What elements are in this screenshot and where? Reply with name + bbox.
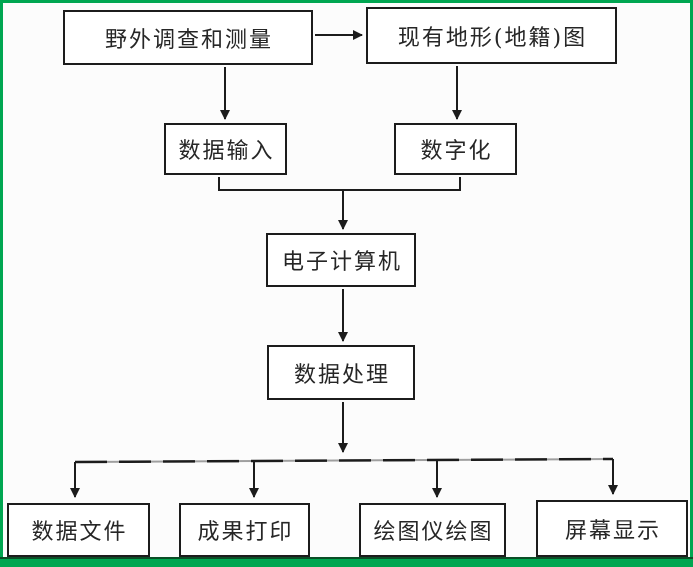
node-existing-map: 现有地形(地籍)图 [366, 7, 617, 64]
fanout-line [74, 457, 614, 464]
node-computer: 电子计算机 [266, 233, 416, 287]
node-data-file-label: 数据文件 [31, 520, 128, 545]
node-field-survey-label: 野外调查和测量 [104, 27, 273, 53]
frame-border-right [690, 0, 693, 567]
node-plotter-drawing-label: 绘图仪绘图 [373, 520, 494, 545]
node-existing-map-label: 现有地形(地籍)图 [397, 25, 588, 51]
node-digitization: 数字化 [394, 123, 517, 175]
node-data-input-label: 数据输入 [178, 139, 275, 164]
node-result-print: 成果打印 [179, 503, 310, 557]
node-data-processing-label: 数据处理 [293, 362, 390, 388]
frame-border-top [0, 0, 693, 3]
node-digitization-label: 数字化 [420, 139, 493, 164]
node-computer-label: 电子计算机 [281, 250, 402, 275]
node-data-processing: 数据处理 [267, 345, 415, 400]
node-screen-display-label: 屏幕显示 [564, 518, 661, 544]
node-data-file: 数据文件 [7, 503, 150, 557]
node-field-survey: 野外调查和测量 [63, 10, 313, 65]
node-data-input: 数据输入 [164, 123, 287, 175]
frame-border-bottom [0, 557, 693, 567]
node-plotter-drawing: 绘图仪绘图 [359, 503, 506, 557]
node-result-print-label: 成果打印 [197, 520, 294, 545]
node-screen-display: 屏幕显示 [536, 500, 688, 557]
frame-border-left [0, 0, 3, 567]
merge-elbow-connector [218, 177, 461, 191]
